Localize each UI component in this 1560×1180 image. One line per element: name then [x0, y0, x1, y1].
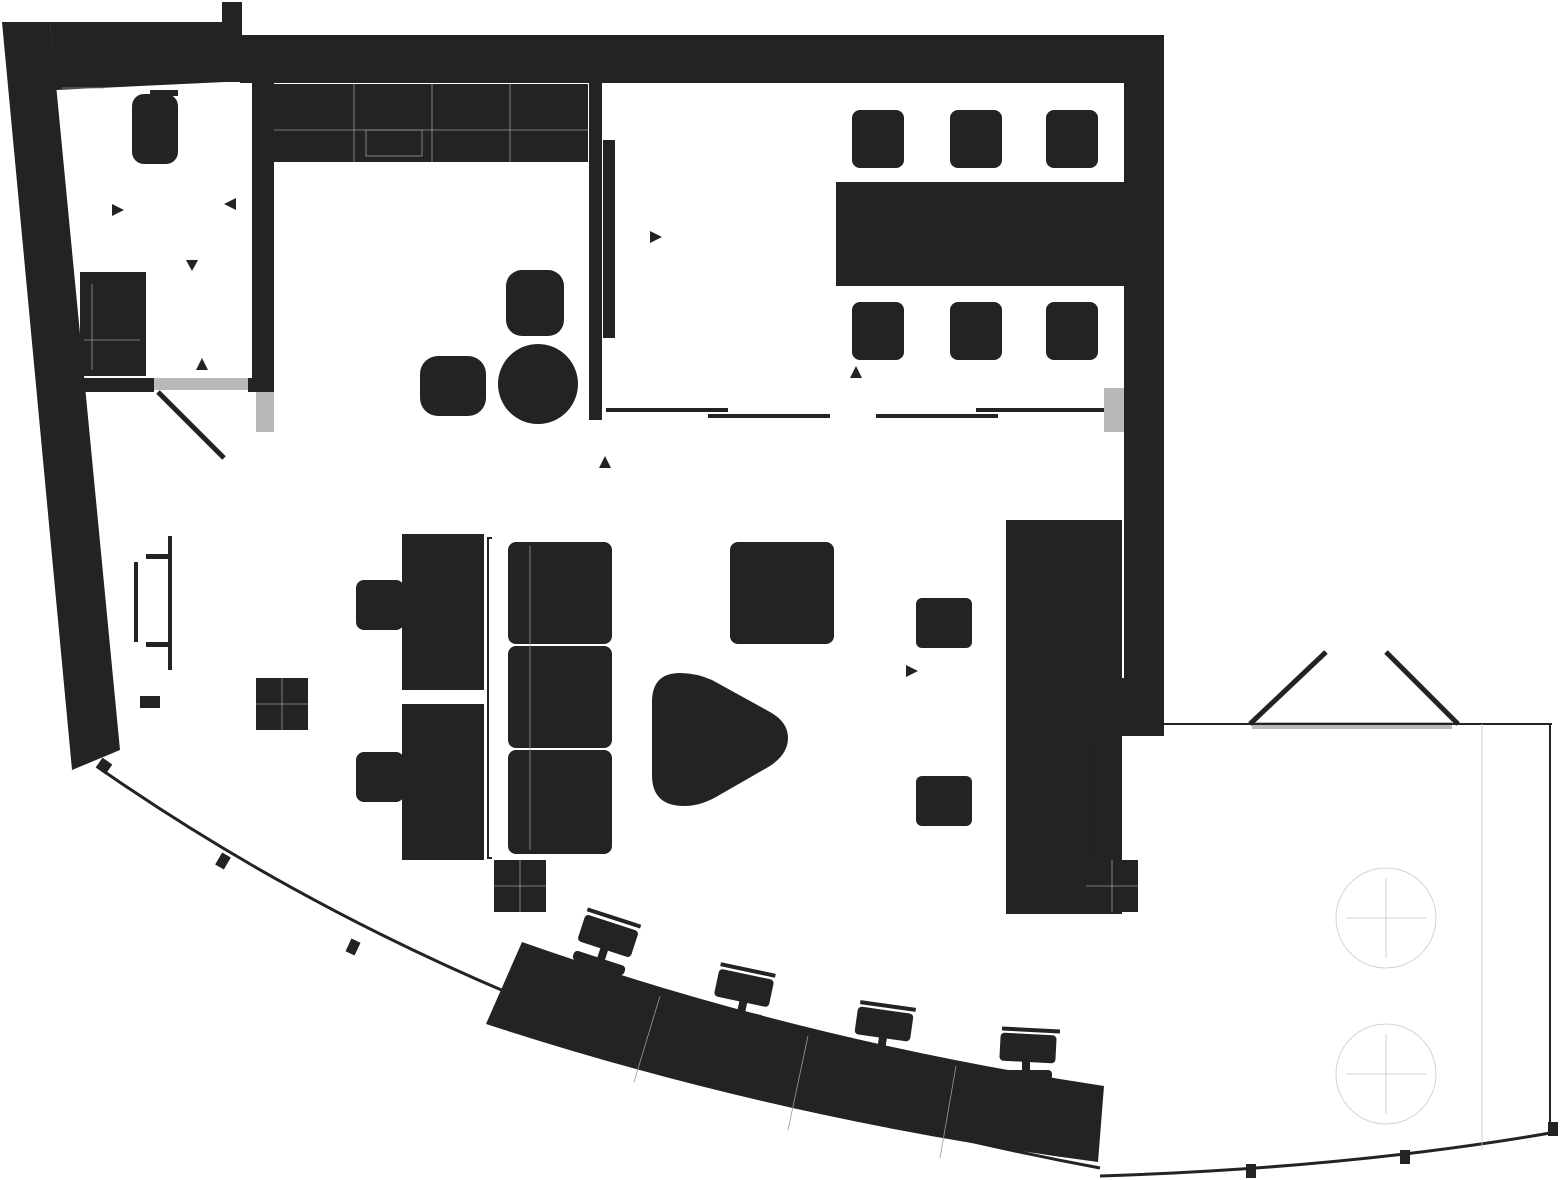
office-chair: [850, 1000, 917, 1060]
bathroom-south-wall-stub: [248, 378, 274, 392]
mullion: [95, 757, 113, 775]
cafe-stool: [506, 270, 564, 336]
meeting-chair: [950, 110, 1002, 168]
cafe-stool: [420, 356, 486, 416]
office-chair: [572, 907, 642, 976]
bathroom-corner-pillar: [222, 2, 242, 82]
view-arrow-icon: [906, 665, 918, 677]
desk-chair: [356, 580, 404, 630]
bathroom-door-jamb: [256, 392, 274, 432]
toilet-tank: [150, 90, 178, 96]
terrace-lounge-chair: [1335, 867, 1437, 969]
meeting-room-west-wall: [589, 82, 602, 420]
terrace-door-leaf[interactable]: [1248, 650, 1328, 726]
view-arrow-icon: [112, 204, 124, 216]
meeting-chair: [1046, 110, 1098, 168]
view-arrow-icon: [224, 198, 236, 210]
view-arrow-icon: [599, 456, 611, 468]
view-markers: [112, 198, 1080, 677]
bathroom-door-leaf[interactable]: [156, 390, 226, 460]
mullion: [345, 938, 361, 956]
coat-hook: [146, 642, 172, 647]
door-openings: [154, 378, 1452, 729]
bathroom-south-wall: [84, 378, 154, 392]
shower-tray: [80, 272, 146, 376]
sofa-module: [508, 542, 612, 644]
mullion: [1548, 1122, 1558, 1136]
bathroom: [62, 87, 226, 460]
kitchen-cabinets: [274, 84, 588, 162]
mullion: [215, 852, 231, 870]
chair-fold-line: [1346, 878, 1426, 958]
outlet-marker-icon: [140, 696, 160, 708]
meeting-chair: [852, 110, 904, 168]
tv-console: [1090, 212, 1120, 258]
view-arrow-icon: [650, 231, 662, 243]
terrace-door-leaf[interactable]: [1384, 650, 1460, 726]
desk-joint: [939, 1065, 957, 1159]
open-office: [134, 520, 1138, 914]
chair-fold-line: [1346, 1034, 1426, 1114]
cafe-area: [420, 270, 578, 424]
meeting-table: [836, 182, 1124, 286]
bathroom-east-wall: [252, 82, 274, 392]
meeting-room-whiteboard: [603, 140, 615, 338]
terrace-facade: [1099, 1130, 1557, 1178]
meeting-chair: [1046, 302, 1098, 360]
storage-counter: [1006, 520, 1122, 914]
toilet: [132, 94, 178, 164]
window-workstations: [486, 907, 1104, 1162]
meeting-door-jamb: [1104, 388, 1124, 432]
meeting-chair: [950, 302, 1002, 360]
view-arrow-icon: [196, 358, 208, 370]
view-arrow-icon: [186, 260, 198, 271]
view-arrow-icon: [850, 366, 862, 378]
armchair: [916, 776, 972, 826]
triangle-coffee-table: [652, 673, 788, 806]
sliding-door-panel[interactable]: [708, 414, 830, 418]
desk: [402, 534, 484, 690]
west-wall: [2, 22, 120, 770]
coat-hook: [146, 554, 172, 559]
terrace: [1093, 650, 1552, 1150]
curved-desk: [486, 942, 1104, 1162]
counter-panel: [1084, 736, 1094, 914]
terrace-door-opening: [1252, 722, 1452, 729]
desk-joint: [787, 1035, 809, 1131]
east-wall: [1124, 35, 1164, 735]
meeting-chair: [852, 302, 904, 360]
desk-chair: [356, 752, 404, 802]
desk-cable-tray: [487, 537, 492, 859]
sofa-module: [508, 750, 612, 854]
cabinet-run: [274, 84, 588, 162]
sofa-module: [508, 646, 612, 748]
sliding-door-panel[interactable]: [876, 414, 998, 418]
desk-joint: [633, 995, 661, 1083]
ottoman: [730, 542, 834, 644]
coat-rack-rail: [134, 562, 138, 642]
coat-rack: [168, 536, 172, 670]
armchair: [916, 598, 972, 648]
view-arrow-icon: [1068, 231, 1080, 243]
desk: [402, 704, 484, 860]
terrace-lounge-chair: [1335, 1023, 1437, 1125]
meeting-room: [606, 110, 1124, 418]
north-wall: [240, 35, 1162, 83]
sliding-door-panel[interactable]: [606, 408, 728, 412]
office-chair: [710, 962, 776, 1025]
office-chair: [996, 1026, 1061, 1080]
cafe-round-table: [498, 344, 578, 424]
sliding-door-panel[interactable]: [976, 408, 1104, 412]
bathroom-door-opening: [154, 378, 248, 390]
mullion: [1400, 1150, 1410, 1164]
bathroom-north-wall: [50, 2, 240, 90]
mullion: [1246, 1164, 1256, 1178]
